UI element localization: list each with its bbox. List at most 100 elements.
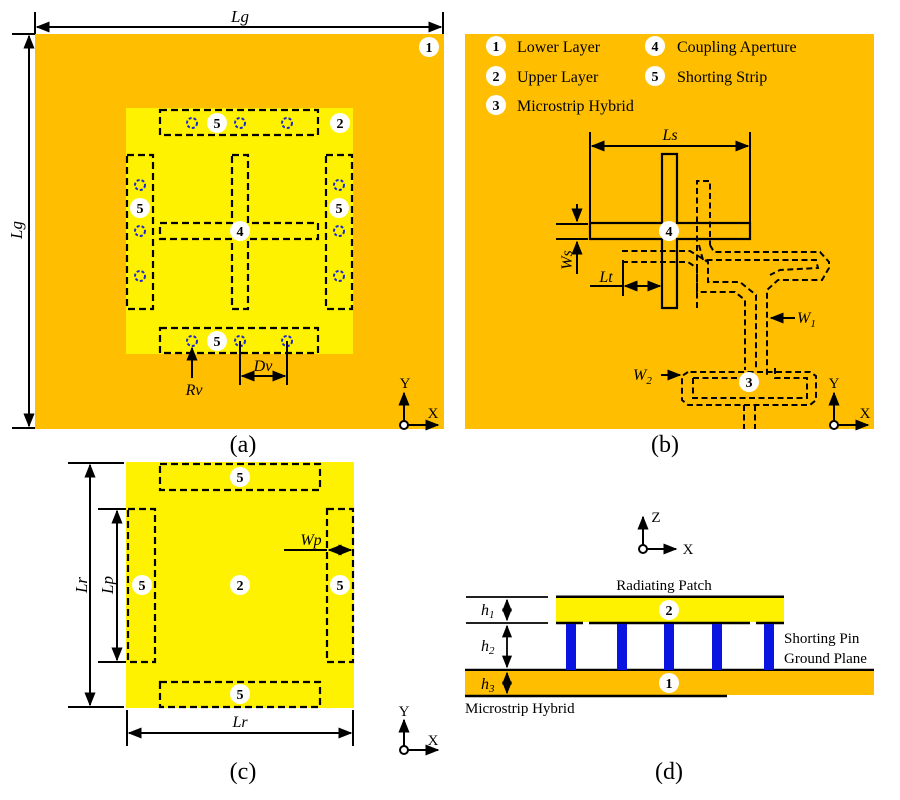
panel-d: Z X Radiating Patch h1 h2 h3 bbox=[465, 510, 874, 785]
label-dv: Dv bbox=[253, 358, 274, 375]
svg-text:5: 5 bbox=[237, 471, 244, 486]
via bbox=[281, 117, 293, 129]
shorting-strip-bottom-c bbox=[158, 680, 322, 709]
label-ls: Ls bbox=[661, 127, 677, 144]
label-lp: Lp bbox=[98, 576, 117, 595]
shorting-strip-top bbox=[158, 108, 320, 137]
label-w2: W2 bbox=[633, 367, 652, 387]
feed-line-path-4 bbox=[698, 244, 820, 276]
via bbox=[186, 335, 198, 347]
via bbox=[134, 270, 146, 282]
label-lg-left: Lg bbox=[7, 221, 26, 240]
panel-c: Lr Lp Wp Lr 2 5 5 5 5 Y X (c) bbox=[68, 462, 440, 785]
badge-aperture: 4 bbox=[230, 221, 250, 241]
label-lr-left: Lr bbox=[72, 577, 91, 594]
caption-c: (c) bbox=[230, 759, 257, 785]
shorting-pin bbox=[764, 624, 774, 670]
axis-indicator-a bbox=[398, 391, 440, 431]
badge-strip-c-left: 5 bbox=[132, 575, 152, 595]
axis-indicator-d bbox=[637, 515, 678, 555]
axis-y-label: Y bbox=[400, 376, 411, 392]
label-h2: h2 bbox=[481, 638, 495, 657]
label-w1: W1 bbox=[797, 310, 816, 330]
axis-indicator-c bbox=[398, 718, 440, 756]
feed-line-path-3 bbox=[709, 244, 830, 375]
svg-text:2: 2 bbox=[666, 604, 673, 619]
svg-text:2: 2 bbox=[237, 579, 244, 594]
via bbox=[186, 117, 198, 129]
badge-upper-layer: 2 bbox=[330, 113, 350, 133]
shorting-strip-bottom bbox=[158, 326, 320, 355]
svg-text:5: 5 bbox=[214, 335, 221, 350]
caption-b: (b) bbox=[651, 432, 679, 458]
axis-x-label: X bbox=[428, 406, 439, 422]
feed-line-path-1 bbox=[622, 261, 746, 370]
svg-text:Microstrip Hybrid: Microstrip Hybrid bbox=[517, 98, 634, 115]
label-h1: h1 bbox=[481, 602, 495, 621]
badge-strip-left: 5 bbox=[130, 198, 150, 218]
svg-text:5: 5 bbox=[137, 202, 144, 217]
legend-item-5: 5 Shorting Strip bbox=[645, 66, 767, 86]
label-wp: Wp bbox=[300, 532, 321, 549]
badge-strip-right: 5 bbox=[329, 198, 349, 218]
badge-strip-bottom: 5 bbox=[207, 331, 227, 351]
svg-text:4: 4 bbox=[237, 225, 244, 240]
axis-y-label-b: Y bbox=[829, 376, 840, 392]
svg-text:5: 5 bbox=[237, 688, 244, 703]
label-microstrip-hybrid: Microstrip Hybrid bbox=[465, 701, 575, 717]
svg-text:4: 4 bbox=[652, 40, 659, 55]
hybrid-output-stub bbox=[743, 405, 756, 429]
svg-text:1: 1 bbox=[666, 677, 673, 692]
badge-strip-c-top: 5 bbox=[230, 467, 250, 487]
svg-text:5: 5 bbox=[652, 70, 659, 85]
via bbox=[333, 270, 345, 282]
via bbox=[333, 225, 345, 237]
badge-strip-top: 5 bbox=[207, 113, 227, 133]
axis-indicator-b bbox=[828, 391, 870, 431]
label-ground-plane: Ground Plane bbox=[784, 651, 867, 667]
via bbox=[333, 179, 345, 191]
badge-upper-d: 2 bbox=[659, 600, 679, 620]
label-h3: h3 bbox=[481, 676, 495, 695]
shorting-strip-right bbox=[324, 153, 354, 311]
svg-text:Lower Layer: Lower Layer bbox=[517, 39, 601, 56]
feed-line-vertical bbox=[696, 180, 711, 308]
hybrid-ring-outer bbox=[681, 371, 817, 406]
coupling-aperture-cross bbox=[158, 153, 320, 311]
caption-a: (a) bbox=[230, 432, 257, 458]
svg-text:1: 1 bbox=[426, 41, 433, 56]
label-lr-bottom: Lr bbox=[231, 714, 248, 731]
axis-y-label-c: Y bbox=[399, 704, 410, 720]
label-shorting-pin: Shorting Pin bbox=[784, 631, 860, 647]
label-rv: Rv bbox=[185, 382, 204, 399]
shorting-strip-left bbox=[125, 153, 155, 311]
axis-z-label: Z bbox=[651, 510, 660, 526]
legend-item-1: 1 Lower Layer bbox=[486, 36, 601, 56]
shorting-strip-right-c bbox=[325, 507, 355, 664]
svg-text:5: 5 bbox=[336, 202, 343, 217]
badge-strip-c-right: 5 bbox=[330, 575, 350, 595]
panel-b: 1 Lower Layer 2 Upper Layer 3 Microstrip Hy… bbox=[465, 34, 874, 458]
svg-text:Shorting Strip: Shorting Strip bbox=[677, 69, 767, 86]
svg-text:2: 2 bbox=[493, 70, 500, 85]
svg-text:3: 3 bbox=[493, 99, 500, 114]
axis-x-label-b: X bbox=[860, 406, 871, 422]
axis-x-label-c: X bbox=[428, 733, 439, 749]
badge-lower-d: 1 bbox=[659, 673, 679, 693]
svg-text:5: 5 bbox=[214, 117, 221, 132]
legend: 1 Lower Layer 2 Upper Layer 3 Microstrip Hy… bbox=[486, 36, 797, 115]
caption-d: (d) bbox=[655, 759, 683, 785]
svg-text:1: 1 bbox=[493, 40, 500, 55]
axis-x-label-d: X bbox=[683, 542, 694, 558]
svg-text:4: 4 bbox=[666, 225, 673, 240]
label-radiating-patch: Radiating Patch bbox=[616, 578, 712, 594]
panel-a: Lg Lg Rv Dv 1 2 4 5 5 5 5 Y X (a) bbox=[7, 7, 444, 458]
svg-text:5: 5 bbox=[337, 579, 344, 594]
badge-upper-c: 2 bbox=[230, 575, 250, 595]
shorting-strip-top-c bbox=[158, 462, 322, 492]
badge-hybrid: 3 bbox=[739, 372, 759, 392]
feed-line-path-2 bbox=[622, 250, 757, 370]
svg-text:Upper Layer: Upper Layer bbox=[517, 69, 599, 86]
label-lt: Lt bbox=[598, 269, 613, 286]
